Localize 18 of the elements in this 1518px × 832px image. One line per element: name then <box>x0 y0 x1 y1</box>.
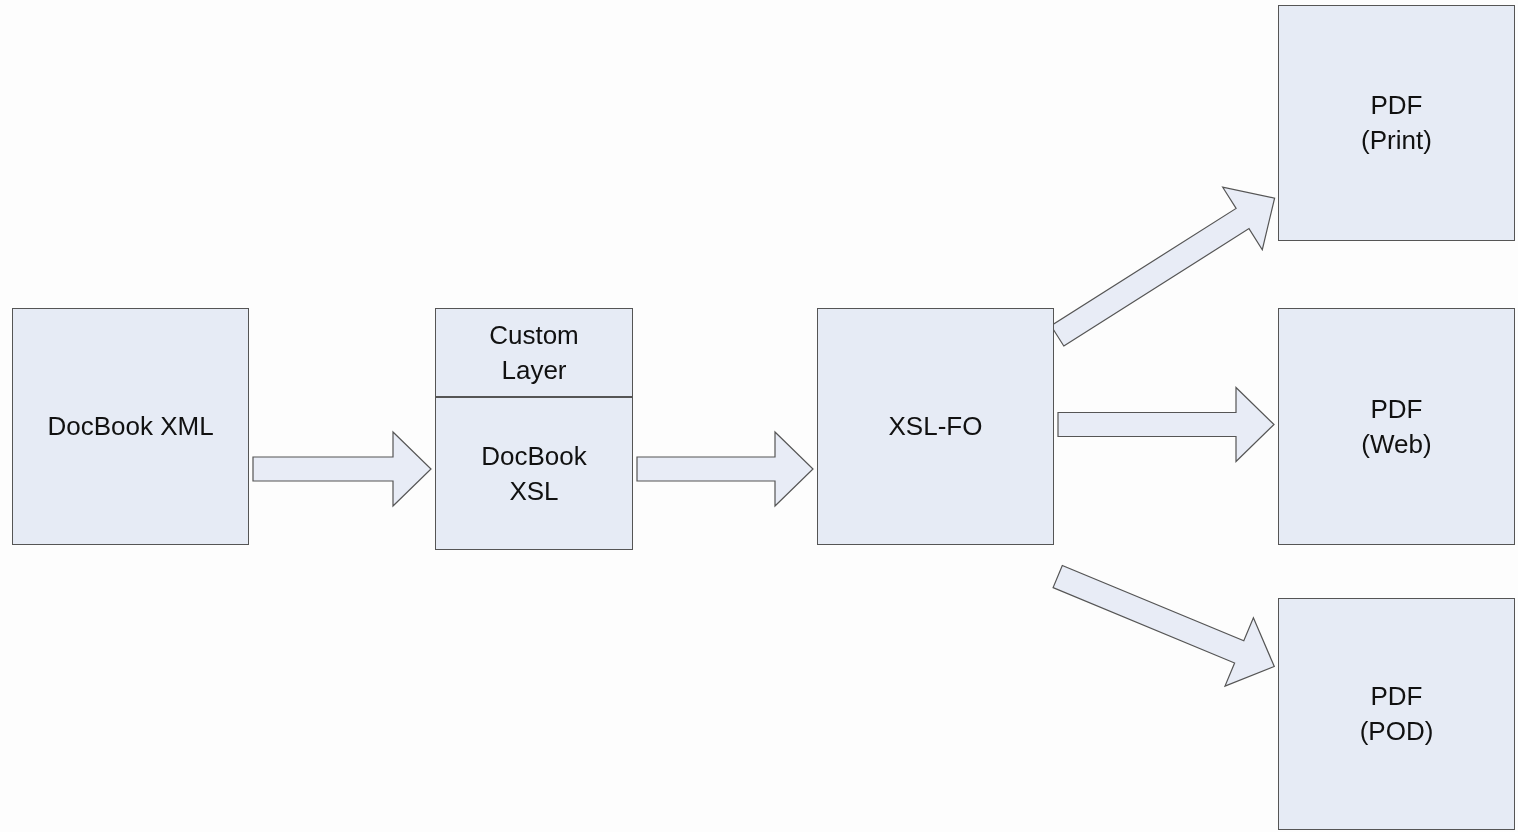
box-label: XSL-FO <box>887 410 984 443</box>
process-box <box>817 308 1054 545</box>
box-label: Custom Layer <box>488 318 580 387</box>
box-label: DocBook XML <box>46 410 215 443</box>
process-box <box>435 397 633 550</box>
process-box <box>1278 5 1515 241</box>
block-arrow <box>636 430 814 508</box>
process-box <box>12 308 249 545</box>
process-box <box>1278 598 1515 830</box>
box-label: PDF (POD) <box>1358 680 1435 748</box>
box-label: PDF (Print) <box>1360 89 1433 157</box>
box-label: PDF (Web) <box>1360 392 1433 461</box>
box-label: DocBook XSL <box>480 439 588 508</box>
block-arrow <box>1052 564 1276 688</box>
process-box <box>435 308 633 397</box>
block-arrow <box>1057 386 1275 463</box>
process-box <box>1278 308 1515 545</box>
block-arrow <box>252 430 432 508</box>
